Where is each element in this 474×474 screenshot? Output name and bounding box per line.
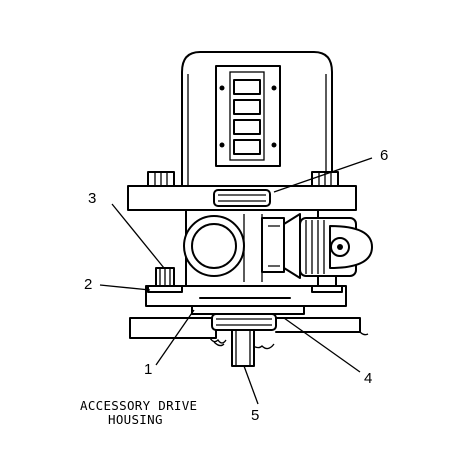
canister-cover [181,51,333,187]
lower-gasket [191,305,305,315]
bottom-right-bolt [311,275,343,293]
leader-line-1 [155,309,195,366]
drive-shaft [231,329,255,367]
callout-5: 5 [251,407,259,424]
window-screw-icon [219,142,225,148]
callout-1: 1 [144,361,152,378]
top-left-bolt [147,171,175,187]
bottom-left-bolt [147,267,183,293]
callout-3: 3 [88,190,96,207]
leader-line-2 [99,284,151,291]
bottom-mounting-flange [145,267,347,307]
leader-line-4 [283,317,361,373]
callout-6: 6 [380,147,388,164]
callout-4: 4 [364,370,372,387]
threaded-fitting [283,213,373,279]
leader-line-5 [243,365,259,405]
leader-lines [99,157,373,405]
window-screw-icon [219,85,225,91]
caption-line-2: HOUSING [108,412,163,427]
lower-seal [211,313,277,331]
caption-line-1: ACCESSORY DRIVE [80,398,197,413]
callout-2: 2 [84,276,92,293]
window-slats [233,79,261,155]
window-screw-icon [271,85,277,91]
upper-seal [213,189,271,207]
leader-line-6 [273,157,373,193]
leader-line-3 [111,203,165,269]
window-screw-icon [271,142,277,148]
